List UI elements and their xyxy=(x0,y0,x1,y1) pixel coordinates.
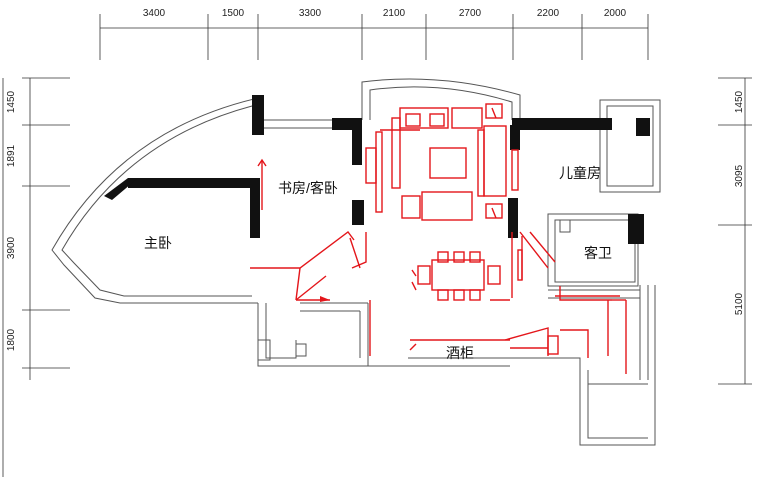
label-master-bedroom: 主卧 xyxy=(144,235,172,251)
label-guest-bathroom: 客卫 xyxy=(584,245,612,261)
dim-top-2: 1500 xyxy=(222,8,245,19)
dim-top-6: 2200 xyxy=(537,8,560,19)
dim-left-4: 1800 xyxy=(6,328,17,351)
coffee-table xyxy=(429,147,467,179)
wall-structure xyxy=(104,95,650,244)
dimension-right: 1450 3095 5100 xyxy=(718,77,752,385)
dim-top-5: 2700 xyxy=(459,8,482,19)
dim-right-1: 1450 xyxy=(734,90,745,113)
dimension-top: 3400 1500 3300 2100 2700 2200 2000 xyxy=(99,8,649,60)
bathroom-door xyxy=(529,231,556,263)
room-labels: 主卧 书房/客卧 儿童房 客卫 酒柜 xyxy=(144,165,612,361)
label-study-guest-room: 书房/客卧 xyxy=(278,180,338,196)
dim-top-4: 2100 xyxy=(383,8,406,19)
sofa xyxy=(399,107,449,129)
dim-right-2: 3095 xyxy=(734,164,745,187)
dim-top-3: 3300 xyxy=(299,8,322,19)
dim-right-3: 5100 xyxy=(734,292,745,315)
dim-left-1: 1450 xyxy=(6,90,17,113)
dim-top-1: 3400 xyxy=(143,8,166,19)
tv-cabinet xyxy=(483,125,507,197)
wall-outlines xyxy=(51,78,661,446)
dimension-left: 1450 1891 3900 1800 xyxy=(6,77,70,380)
label-children-room: 儿童房 xyxy=(559,165,601,181)
label-wine-cabinet: 酒柜 xyxy=(446,345,474,361)
furniture-layout xyxy=(250,103,627,374)
study-door-swing xyxy=(250,231,355,269)
dining-table xyxy=(431,259,485,291)
dim-left-2: 1891 xyxy=(6,144,17,167)
dim-top-7: 2000 xyxy=(604,8,627,19)
dim-left-3: 3900 xyxy=(6,236,17,259)
